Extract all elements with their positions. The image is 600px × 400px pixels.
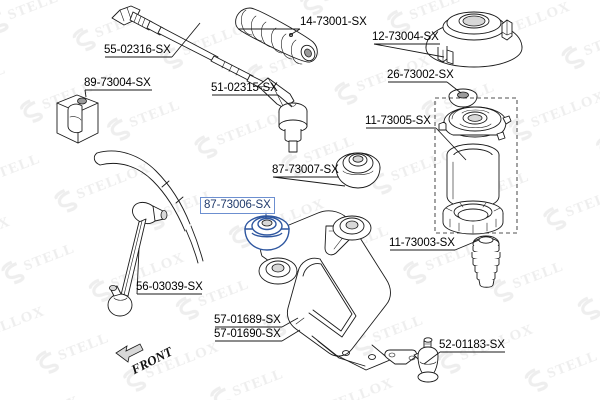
part-stabilizer-link bbox=[107, 201, 168, 317]
part-control-arm-front-bushing-highlight bbox=[244, 215, 290, 251]
part-stabilizer-bar-bushing bbox=[56, 94, 99, 144]
label-lower-ball-joint[interactable]: 52-01183-SX bbox=[439, 339, 505, 351]
part-control-arm-rear-bushing bbox=[335, 152, 381, 189]
label-control-arm-rear-bushing[interactable]: 87-73007-SX bbox=[272, 164, 339, 176]
label-control-arm-front-bushing[interactable]: 87-73006-SX bbox=[200, 197, 275, 214]
label-outer-tie-rod-end[interactable]: 51-02315-SX bbox=[211, 82, 278, 94]
label-bump-stop[interactable]: 11-73003-SX bbox=[389, 237, 455, 249]
label-strut-mount-washer[interactable]: 26-73002-SX bbox=[387, 69, 454, 81]
label-strut-mount[interactable]: 12-73004-SX bbox=[372, 31, 439, 43]
label-control-arm-left[interactable]: 57-01689-SX bbox=[214, 314, 281, 326]
label-inner-tie-rod[interactable]: 55-02316-SX bbox=[104, 44, 171, 56]
label-stabilizer-bar-bushing[interactable]: 89-73004-SX bbox=[84, 77, 151, 89]
part-bump-stop bbox=[471, 235, 501, 288]
label-stabilizer-link[interactable]: 56-03039-SX bbox=[136, 281, 203, 293]
label-strut-bearing-kit[interactable]: 11-73005-SX bbox=[365, 115, 431, 127]
part-strut-mount bbox=[425, 11, 523, 68]
part-strut-bearing-kit bbox=[438, 106, 512, 235]
label-steering-rack-boot[interactable]: 14-73001-SX bbox=[300, 16, 367, 28]
label-control-arm-right[interactable]: 57-01690-SX bbox=[214, 328, 281, 340]
